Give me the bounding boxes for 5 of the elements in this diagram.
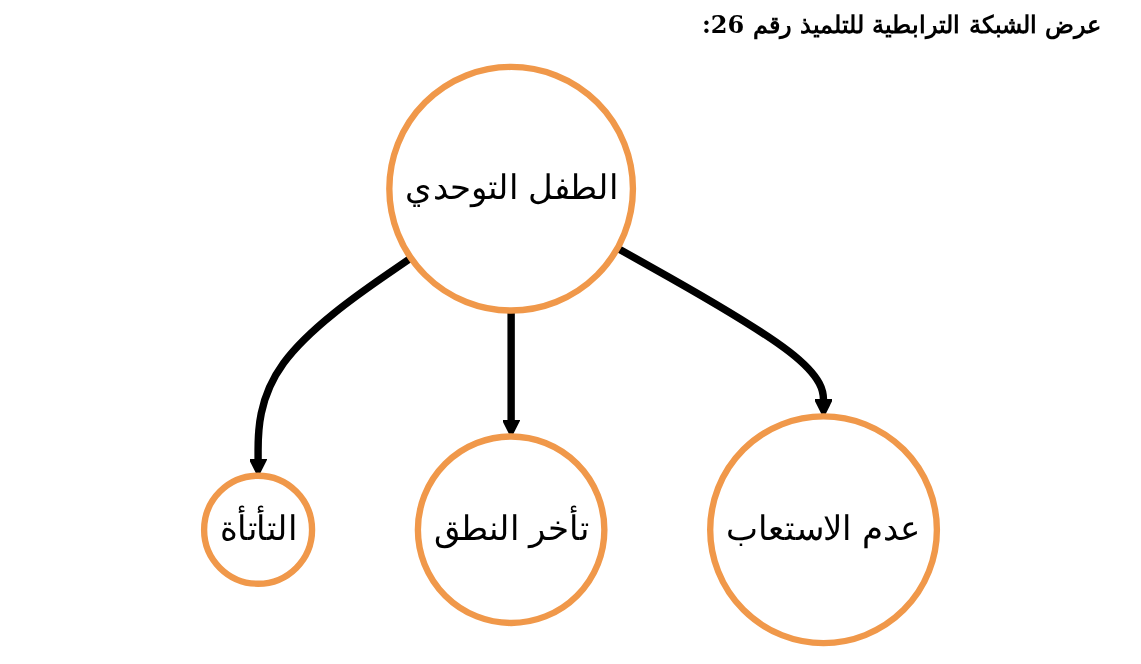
- node-circle: التأتأة: [200, 472, 316, 587]
- node-circle: عدم الاستعاب: [707, 413, 941, 647]
- node-circle: تأخر النطق: [414, 433, 608, 627]
- node-circle: الطفل التوحدي: [386, 63, 637, 314]
- diagram-title: عرض الشبكة الترابطية للتلميذ رقم 26:: [701, 10, 1101, 39]
